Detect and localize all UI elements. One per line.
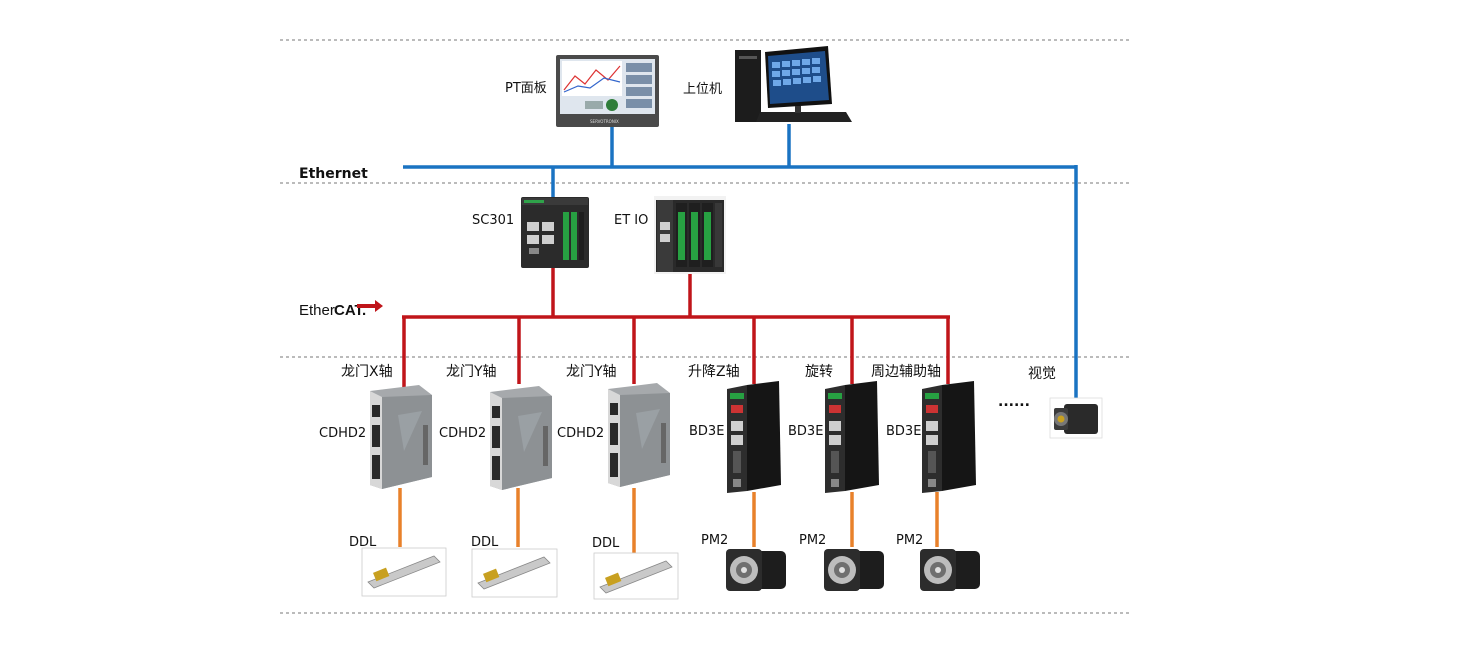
bd3e-drive-icon	[825, 381, 879, 493]
cdhd2-drive-icon	[490, 386, 552, 490]
ethercat-logo-text-a: Ether	[299, 302, 335, 319]
layer-separators	[280, 39, 1130, 614]
hmi-panel-icon: SERVOTRONIX	[556, 55, 659, 127]
axis-title: 旋转	[805, 364, 833, 380]
actuator-label: DDL	[471, 535, 499, 550]
actuator-label: DDL	[349, 535, 377, 550]
pm2-servo-motor-icon	[824, 549, 884, 591]
actuator-label: PM2	[896, 533, 924, 548]
drive-label: BD3E	[689, 424, 725, 439]
drive-label: CDHD2	[319, 426, 367, 441]
drive-label: CDHD2	[439, 426, 487, 441]
sc301-label: SC301	[472, 213, 515, 228]
ethercat-bus	[402, 268, 950, 390]
pm2-servo-motor-icon	[726, 549, 786, 591]
actuator-label: DDL	[592, 536, 620, 551]
axis-title: 龙门Y轴	[566, 364, 617, 380]
sc301-controller-icon	[521, 197, 589, 268]
cdhd2-drive-icon	[370, 385, 432, 489]
ethernet-bus	[403, 124, 1078, 398]
et-io-label: ET IO	[614, 213, 649, 228]
cdhd2-drive-icon	[608, 383, 670, 487]
motor-cables	[398, 488, 939, 553]
bd3e-drive-icon	[922, 381, 976, 493]
ethercat-arrow-icon	[357, 300, 383, 312]
pc-label: 上位机	[683, 82, 723, 97]
ethercat-logo: Ether CAT.	[297, 298, 385, 320]
hmi-brand-text: SERVOTRONIX	[590, 119, 619, 124]
pm2-servo-motor-icon	[920, 549, 980, 591]
ddl-linear-motor-icon	[593, 552, 679, 600]
axis-title: 龙门X轴	[341, 364, 393, 380]
actuator-label: PM2	[701, 533, 729, 548]
ethernet-bus-label: Ethernet	[299, 166, 368, 182]
et-io-module-icon	[654, 196, 726, 274]
actuator-label: PM2	[799, 533, 827, 548]
drive-label: CDHD2	[557, 426, 605, 441]
drive-label: BD3E	[788, 424, 824, 439]
axis-title: 升降Z轴	[688, 364, 740, 380]
bd3e-drive-icon	[727, 381, 781, 493]
ddl-linear-motor-icon	[471, 548, 558, 598]
drive-label: BD3E	[886, 424, 922, 439]
hmi-label: PT面板	[505, 81, 547, 96]
axis-title: 周边辅助轴	[871, 364, 941, 380]
axis-title: 龙门Y轴	[446, 364, 497, 380]
pc-icon	[735, 46, 852, 122]
ddl-linear-motor-icon	[361, 547, 447, 597]
more-devices-ellipsis: ......	[998, 394, 1030, 410]
vision-label: 视觉	[1028, 366, 1056, 382]
vision-camera-icon	[1049, 397, 1103, 439]
